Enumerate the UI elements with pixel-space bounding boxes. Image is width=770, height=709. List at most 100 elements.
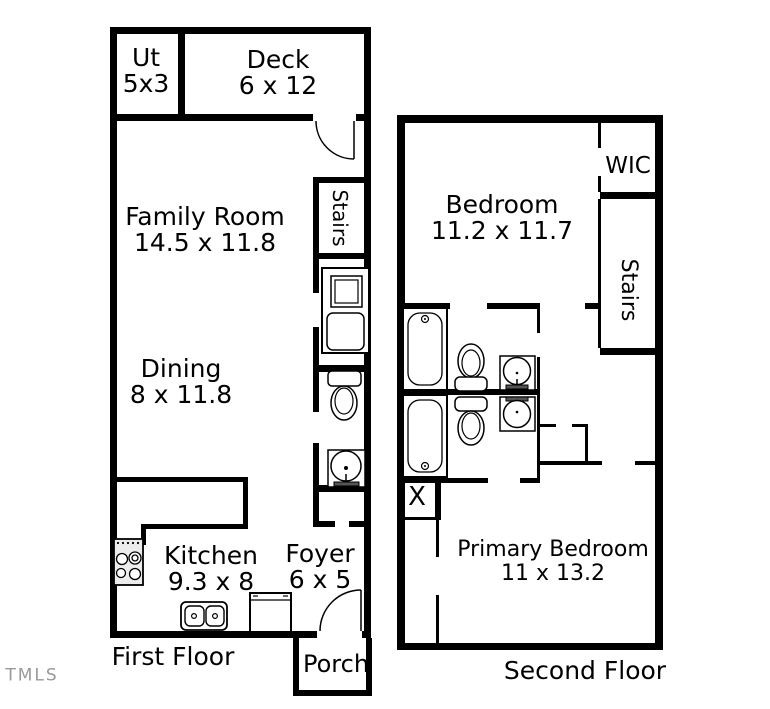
front-door-arc-icon (319, 589, 362, 632)
wall (598, 176, 601, 192)
room-name: Kitchen (164, 541, 258, 570)
wall (349, 521, 371, 527)
tmls-watermark: TMLS (5, 665, 59, 686)
wall (110, 114, 313, 121)
counter-wall (141, 524, 146, 545)
wall (178, 27, 185, 121)
wall (293, 690, 372, 696)
bathtub-icon (402, 394, 448, 478)
wall (313, 253, 371, 259)
foyer-label: Foyer 6 x 5 (285, 541, 354, 593)
wall (397, 115, 405, 650)
wall (403, 517, 436, 520)
ut-label: Ut 5x3 (123, 45, 170, 97)
room-dims: 11 x 13.2 (501, 561, 605, 586)
wall (585, 303, 598, 309)
room-name: Bedroom (445, 190, 559, 219)
wall (110, 27, 371, 34)
wall (572, 424, 588, 427)
wall (436, 595, 439, 643)
room-dims: 6 x 12 (238, 71, 318, 100)
wall (537, 357, 540, 389)
first-floor-stairs-label: Stairs (328, 189, 352, 247)
toilet-icon (454, 343, 488, 392)
room-name: Deck (246, 45, 310, 74)
primary-bedroom-label: Primary Bedroom 11 x 13.2 (457, 538, 649, 586)
wall (600, 192, 655, 199)
wall (403, 478, 488, 483)
counter-wall (113, 477, 248, 482)
room-name: WIC (605, 153, 651, 179)
room-dims: 11.2 x 11.7 (430, 216, 574, 245)
wall (313, 365, 371, 372)
bedroom-label: Bedroom 11.2 x 11.7 (431, 192, 573, 244)
room-name: Stairs (616, 258, 641, 322)
second-floor-title: Second Floor (504, 658, 666, 684)
wall (397, 643, 663, 650)
wall (313, 521, 335, 527)
wall (110, 631, 317, 638)
washer-icon (321, 267, 370, 354)
sink-icon (499, 355, 536, 391)
refrigerator-icon (249, 592, 292, 633)
room-dims: 9.3 x 8 (167, 567, 255, 596)
wall (110, 27, 117, 638)
wall (600, 348, 655, 355)
dining-label: Dining 8 x 11.8 (130, 356, 232, 408)
wall (435, 478, 441, 520)
floor-title-text: Second Floor (503, 656, 667, 685)
room-name: Primary Bedroom (457, 537, 649, 562)
second-floor-walls (397, 115, 663, 650)
porch-label: Porch (303, 652, 369, 676)
wall (293, 638, 299, 696)
wall (538, 461, 602, 465)
deck-door-arc-icon (315, 120, 355, 160)
bathtub-icon (402, 307, 448, 391)
room-name: Family Room (125, 202, 285, 231)
deck-label: Deck 6 x 12 (239, 47, 317, 99)
wall (538, 424, 556, 427)
wall (362, 631, 371, 638)
wall (313, 485, 371, 492)
room-dims: 6 x 5 (288, 565, 352, 594)
watermark-text: TMLS (5, 665, 59, 686)
wall (313, 183, 319, 293)
kitchen-label: Kitchen 9.3 x 8 (164, 543, 258, 595)
wall (403, 389, 540, 395)
wall (487, 303, 538, 309)
wall (537, 395, 540, 480)
counter-wall (243, 477, 248, 529)
room-name: Porch (302, 650, 370, 678)
wic-label: WIC (605, 154, 651, 178)
room-dims: 8 x 11.8 (129, 380, 233, 409)
wall (403, 303, 450, 309)
wall (313, 177, 371, 183)
wall (537, 303, 540, 333)
room-name: Ut (131, 43, 161, 72)
wall (356, 114, 371, 121)
sink-icon (499, 396, 536, 432)
sink-icon (327, 449, 366, 488)
floor-title-text: First Floor (111, 642, 235, 671)
toilet-icon (454, 396, 488, 446)
room-name: Dining (140, 354, 222, 383)
family-room-label: Family Room 14.5 x 11.8 (125, 204, 285, 256)
wall (397, 115, 663, 123)
room-dims: 5x3 (122, 69, 170, 98)
stove-icon (113, 538, 144, 586)
room-name: Stairs (328, 189, 352, 247)
wall (366, 638, 372, 696)
wall (520, 478, 540, 483)
wall (436, 520, 439, 557)
counter-wall (143, 524, 248, 529)
wall (598, 199, 601, 348)
closet-x-label: X (408, 484, 426, 510)
room-name: X (408, 482, 426, 512)
second-floor-stairs-label: Stairs (616, 258, 641, 322)
toilet-icon (327, 370, 362, 421)
wall (635, 461, 658, 465)
first-floor-title: First Floor (112, 644, 235, 670)
kitchen-sink-icon (180, 601, 228, 631)
